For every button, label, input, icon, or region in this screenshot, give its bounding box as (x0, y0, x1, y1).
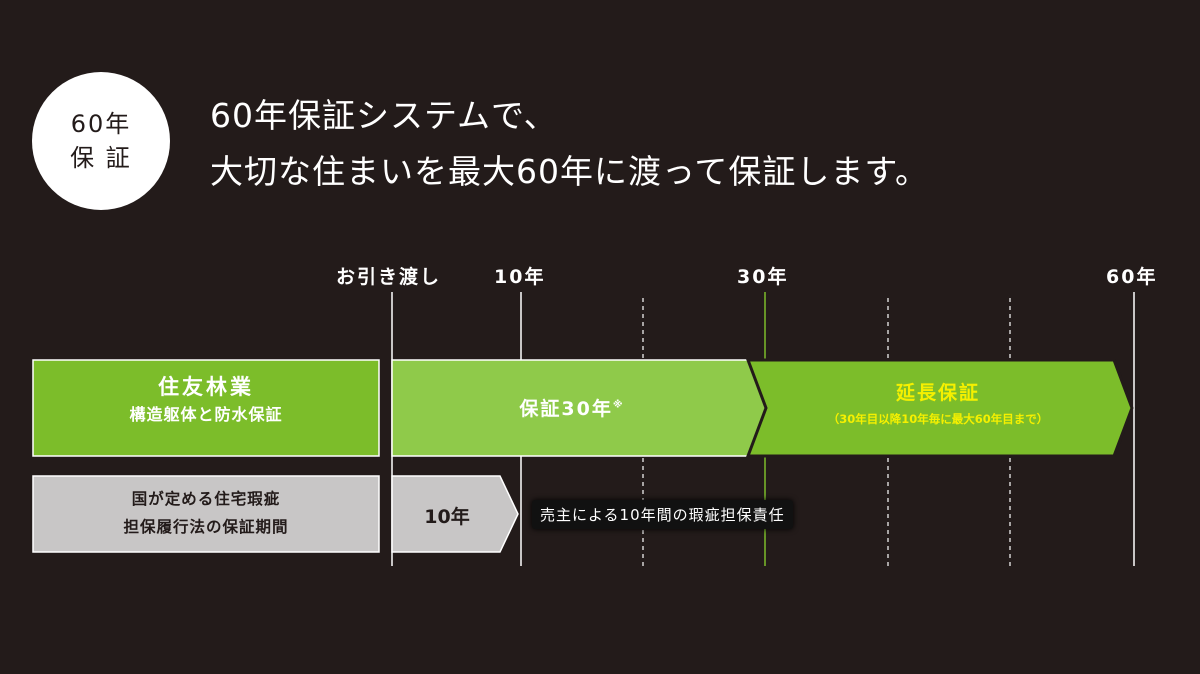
company-sub: 構造躯体と防水保証 (129, 405, 283, 424)
seller-liability-note: 売主による10年間の瑕疵担保責任 (532, 500, 793, 529)
sixty-year-badge: 60年 保 証 (32, 72, 170, 210)
period-label: 10年 (424, 506, 470, 528)
period-arrow (391, 475, 519, 553)
extension-arrow (745, 358, 1134, 458)
headline-line2: 大切な住まいを最大60年に渡って保証します。 (210, 152, 930, 191)
company-box (32, 359, 380, 457)
headline-line1: 60年保証システムで、 (210, 96, 558, 135)
law-box-text: 国が定める住宅瑕疵 担保履行法の保証期間 (33, 485, 379, 541)
extension-text: 延長保証 （30年目以降10年毎に最大60年目まで） (760, 378, 1116, 430)
headline: 60年保証システムで、 大切な住まいを最大60年に渡って保証します。 (210, 88, 929, 200)
guarantee-text: 保証30年※ (392, 394, 752, 421)
guarantee-label: 保証30年 (519, 398, 613, 420)
label-10-years: 10年 (494, 266, 546, 288)
extension-sub: （30年目以降10年毎に最大60年目まで） (827, 412, 1049, 426)
law-line2: 担保履行法の保証期間 (123, 518, 289, 536)
label-handover: お引き渡し (336, 266, 442, 288)
badge-line2: 保 証 (70, 144, 132, 172)
extension-label: 延長保証 (895, 382, 980, 404)
law-line1: 国が定める住宅瑕疵 (131, 490, 281, 508)
company-name: 住友林業 (158, 375, 254, 399)
badge-line1: 60年 (70, 110, 132, 138)
label-60-years: 60年 (1106, 266, 1158, 288)
law-box (32, 475, 380, 553)
guarantee-mark: ※ (612, 399, 625, 411)
company-box-text: 住友林業 構造躯体と防水保証 (33, 372, 379, 428)
label-30-years: 30年 (737, 266, 789, 288)
